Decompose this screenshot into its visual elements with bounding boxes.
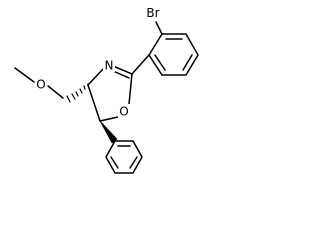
- bond-o-ch2: [47, 85, 64, 99]
- bromophenyl-ring: [148, 33, 199, 76]
- oxazoline-ring: [87, 65, 133, 122]
- methoxymethyl-group: [14, 67, 64, 99]
- atom-label-o-methoxy: O: [36, 78, 45, 92]
- bond-c4-n: [87, 67, 105, 86]
- wedge-bond-c5-phenyl: [99, 120, 118, 144]
- bond-aryl-br: [155, 21, 163, 35]
- atom-label-n: N: [105, 59, 114, 73]
- atom-o-methoxy: O: [35, 77, 47, 92]
- bond-methyl-o: [14, 67, 35, 83]
- hashed-bond-c4-ch2: [66, 83, 89, 103]
- atom-label-br: Br: [146, 6, 159, 20]
- bond-c5-c4: [87, 84, 101, 122]
- bond-o-c5: [99, 116, 119, 122]
- bond-c2-o: [128, 73, 133, 105]
- atom-n-ring: N: [103, 58, 115, 73]
- atom-o-ring: O: [118, 104, 130, 119]
- atom-br: Br: [142, 5, 164, 20]
- atom-label-o-ring: O: [119, 105, 128, 119]
- bond-c2-aryl: [131, 54, 150, 75]
- bond-n-c2-inner: [112, 70, 130, 79]
- bond-n-c2-outer: [112, 65, 133, 75]
- phenyl-ring: [105, 140, 143, 174]
- chemical-structure: O N O Br: [14, 5, 199, 174]
